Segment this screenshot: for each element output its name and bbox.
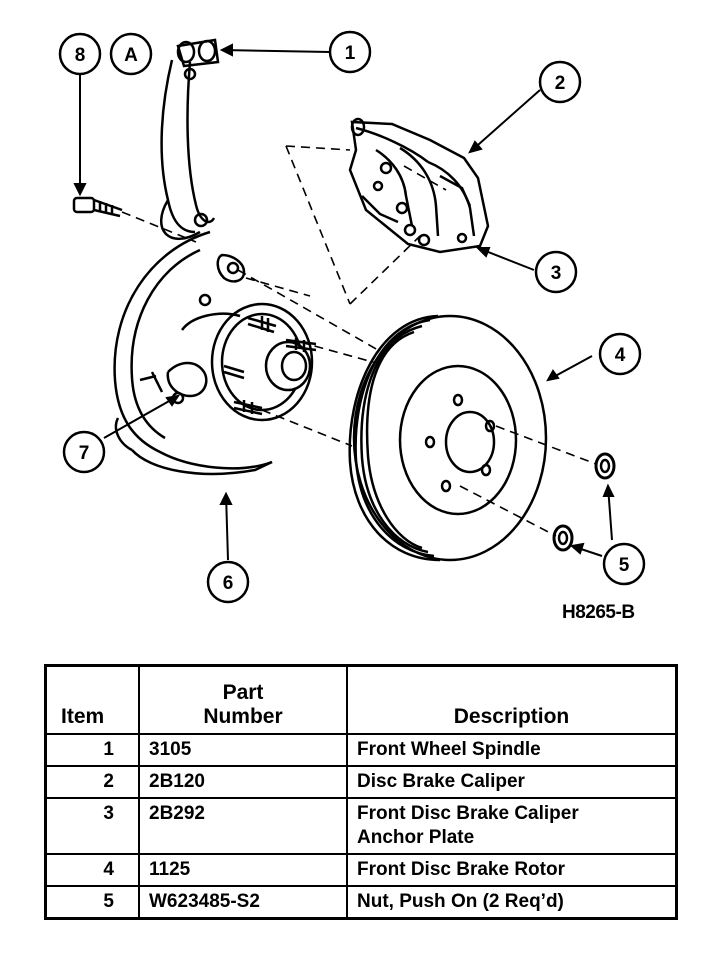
cell-part-number: 2B292 xyxy=(138,796,348,855)
cell-description: Disc Brake Caliper xyxy=(346,764,678,799)
callout-5: 5 xyxy=(619,555,630,576)
callout-a: A xyxy=(124,45,138,66)
callout-4: 4 xyxy=(615,345,626,366)
front-disc-brake-rotor xyxy=(348,314,548,562)
front-wheel-spindle xyxy=(160,38,246,283)
callout-1: 1 xyxy=(345,43,356,64)
callout-7: 7 xyxy=(79,443,90,464)
callout-6: 6 xyxy=(223,573,234,594)
header-item: Item xyxy=(44,664,140,735)
bolt xyxy=(72,196,123,218)
table-row: 3 2B292 Front Disc Brake Caliper Anchor … xyxy=(44,796,678,855)
callout-8: 8 xyxy=(75,45,86,66)
header-description: Description xyxy=(346,664,678,735)
cell-item: 4 xyxy=(44,852,140,887)
callout-2: 2 xyxy=(555,73,566,94)
table-row: 5 W623485-S2 Nut, Push On (2 Req’d) xyxy=(44,884,678,919)
assembly-lines xyxy=(121,145,597,537)
cell-item: 3 xyxy=(44,796,140,855)
brake-assembly-diagram: 8 A 1 2 3 4 5 6 7 xyxy=(58,30,646,604)
cell-description: Front Wheel Spindle xyxy=(346,732,678,767)
disc-brake-caliper xyxy=(348,117,490,254)
cell-description: Nut, Push On (2 Req’d) xyxy=(346,884,678,919)
splash-shield xyxy=(113,230,273,476)
cell-part-number: 1125 xyxy=(138,852,348,887)
cell-item: 5 xyxy=(44,884,140,919)
cell-description: Front Disc Brake Caliper Anchor Plate xyxy=(346,796,678,855)
cell-part-number: W623485-S2 xyxy=(138,884,348,919)
cell-description: Front Disc Brake Rotor xyxy=(346,852,678,887)
table-row: 4 1125 Front Disc Brake Rotor xyxy=(44,852,678,887)
callout-3: 3 xyxy=(551,263,562,284)
table-row: 1 3105 Front Wheel Spindle xyxy=(44,732,678,767)
header-part-line2: Number xyxy=(203,704,283,728)
leader-lines xyxy=(73,43,615,561)
header-part-line1: Part xyxy=(222,680,264,704)
cell-part-number: 3105 xyxy=(138,732,348,767)
callout-circles xyxy=(58,30,646,604)
cell-item: 2 xyxy=(44,764,140,799)
push-on-nuts xyxy=(552,452,616,552)
figure-code: H8265-B xyxy=(562,602,635,623)
hub-assembly xyxy=(210,302,317,422)
table-row: 2 2B120 Disc Brake Caliper xyxy=(44,764,678,799)
cell-part-number: 2B120 xyxy=(138,764,348,799)
cell-item: 1 xyxy=(44,732,140,767)
